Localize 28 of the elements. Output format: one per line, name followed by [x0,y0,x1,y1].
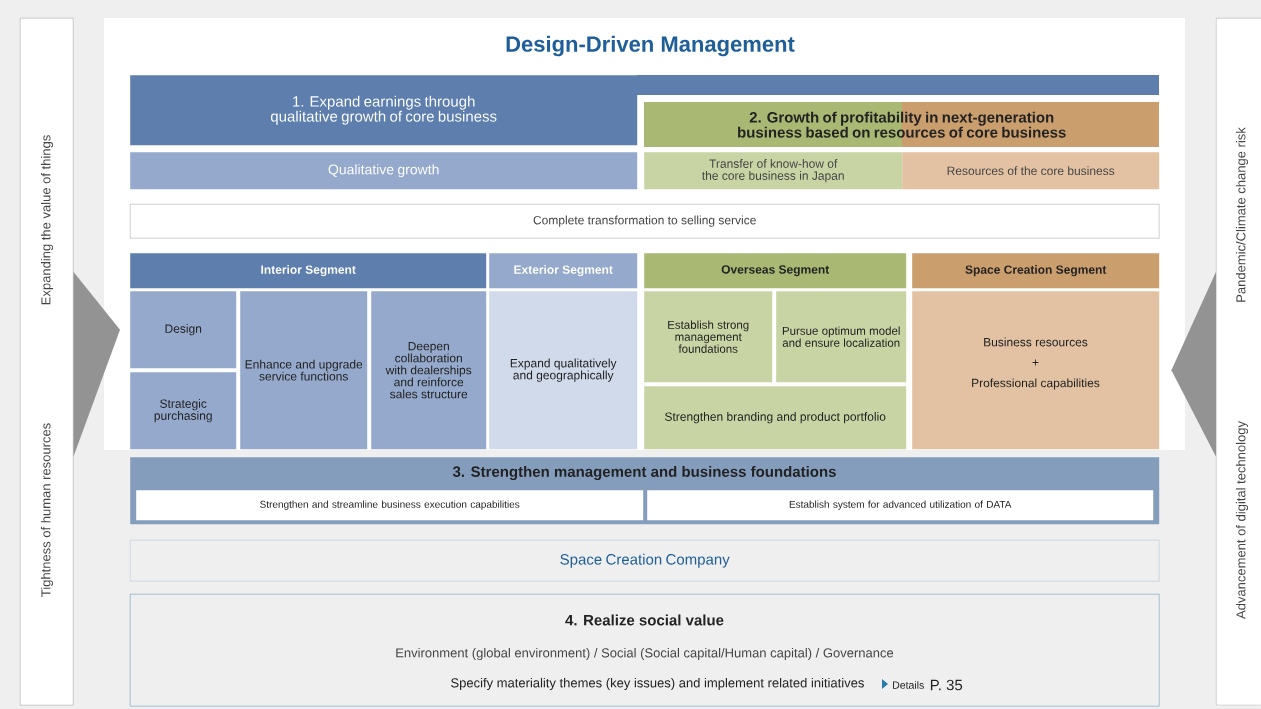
initiative-box: Strengthen branding and product portfolio [644,386,907,450]
strategy-bar: Complete transformation to selling service [130,204,1160,239]
initiative-box: Enhance and upgrade service functions [240,291,368,450]
chevron-arrow [1171,271,1216,457]
initiative-box: Establish strong management foundations [644,291,773,383]
side-bar: Pandemic/Climate change risk Advancement of digital technology [1216,18,1261,706]
initiative-box: Design [130,291,237,369]
theme-bar: Resources of the core business [902,152,1160,190]
theme-bar: Qualitative growth [130,152,638,190]
title: Design-Driven Management [506,35,795,57]
segment-header: Overseas Segment [644,253,907,289]
segment-header: Space Creation Segment [912,253,1160,289]
foundation-item: Strengthen and streamline business execution capabilities [136,490,644,521]
side-bar: Expanding the value of things Tightness of human resources [20,18,74,706]
initiative-box: Pursue optimum model and ensure localization [776,291,907,383]
initiative-box: Business resources + Professional capabilities [912,291,1160,450]
initiative-box: Deepen collaboration with dealerships and reinforce sales structure [371,291,487,450]
segment-header: Interior Segment [130,253,487,289]
initiative-box: Strategic purchasing [130,372,237,450]
social-value-panel: 4. Realize social value Environment (global environment) / Social (Social capital/Human capital) / Governance Specify materiality themes (key issues) and implement related initiatives Details P. 35 [130,593,1160,707]
vision-bar: Space Creation Company [130,540,1160,582]
objective-banner: 1. Expand earnings through qualitative growth of core business [130,75,638,146]
chevron-arrow [73,271,120,457]
initiative-box: Expand qualitatively and geographically [489,291,638,450]
foundation-item: Establish system for advanced utilization of DATA [647,490,1154,521]
objective-banner: 2. Growth of profitability in next-generation business based on resources of core business [644,102,1159,147]
theme-bar: Transfer of know-how of the core business in Japan [644,152,903,190]
segment-header: Exterior Segment [489,253,638,289]
